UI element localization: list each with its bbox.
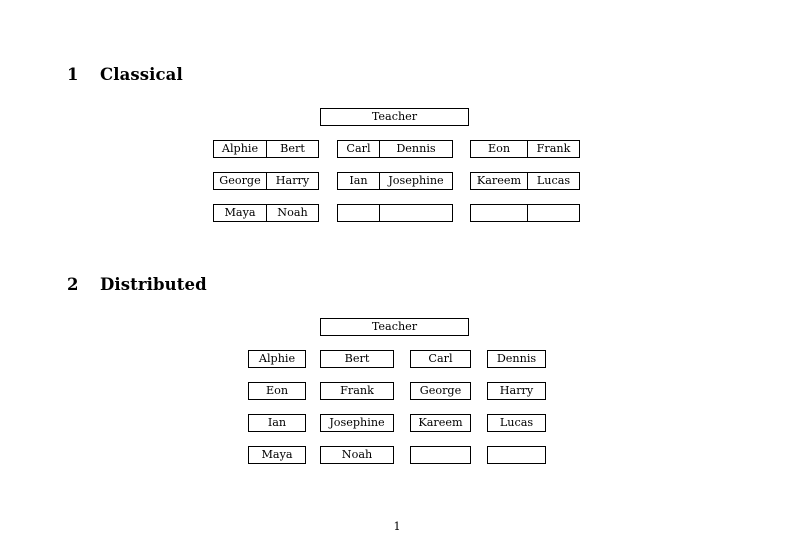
student-box: Josephine (320, 414, 394, 432)
student-box: Noah (320, 446, 394, 464)
student-cell: Carl (337, 140, 380, 158)
table-row: George Harry (213, 172, 319, 190)
distributed-teacher-box: Teacher (320, 318, 469, 336)
classical-group1-row1: Alphie Bert (213, 140, 319, 158)
classical-group2-row2: Ian Josephine (337, 172, 453, 190)
table-row: Teacher (320, 108, 469, 126)
table-row: Kareem Lucas (470, 172, 580, 190)
section-heading-classical: 1 Classical (67, 65, 183, 84)
student-box: Bert (320, 350, 394, 368)
table-row: Eon Frank (470, 140, 580, 158)
teacher-cell: Teacher (320, 318, 469, 336)
student-box: Lucas (487, 414, 546, 432)
student-cell: Josephine (379, 172, 453, 190)
student-cell: Dennis (379, 140, 453, 158)
empty-cell (337, 204, 380, 222)
empty-cell (379, 204, 453, 222)
classical-group2-row3 (337, 204, 453, 222)
student-cell: Harry (266, 172, 319, 190)
student-box: Frank (320, 382, 394, 400)
table-row: Alphie Bert (213, 140, 319, 158)
table-row: Maya Noah (213, 204, 319, 222)
student-box: Harry (487, 382, 546, 400)
empty-box (410, 446, 471, 464)
classical-group2-row1: Carl Dennis (337, 140, 453, 158)
table-row (470, 204, 580, 222)
table-row: Ian Josephine (337, 172, 453, 190)
student-cell: Noah (266, 204, 319, 222)
student-box: Ian (248, 414, 306, 432)
student-cell: Ian (337, 172, 380, 190)
table-row: Teacher (320, 318, 469, 336)
empty-box (487, 446, 546, 464)
student-box: Alphie (248, 350, 306, 368)
student-cell: Eon (470, 140, 528, 158)
section-title: Classical (100, 65, 183, 84)
student-cell: Kareem (470, 172, 528, 190)
classical-group3-row2: Kareem Lucas (470, 172, 580, 190)
classical-group1-row2: George Harry (213, 172, 319, 190)
classical-group3-row1: Eon Frank (470, 140, 580, 158)
student-cell: Maya (213, 204, 267, 222)
student-box: Dennis (487, 350, 546, 368)
section-number: 2 (67, 275, 79, 294)
student-cell: George (213, 172, 267, 190)
table-row (337, 204, 453, 222)
student-cell: Alphie (213, 140, 267, 158)
classical-teacher-box: Teacher (320, 108, 469, 126)
student-cell: Frank (527, 140, 580, 158)
section-heading-distributed: 2 Distributed (67, 275, 207, 294)
classical-group3-row3 (470, 204, 580, 222)
classical-group1-row3: Maya Noah (213, 204, 319, 222)
student-cell: Bert (266, 140, 319, 158)
student-box: George (410, 382, 471, 400)
empty-cell (527, 204, 580, 222)
table-row: Carl Dennis (337, 140, 453, 158)
student-box: Kareem (410, 414, 471, 432)
student-box: Maya (248, 446, 306, 464)
student-cell: Lucas (527, 172, 580, 190)
section-title: Distributed (100, 275, 207, 294)
student-box: Carl (410, 350, 471, 368)
student-box: Eon (248, 382, 306, 400)
page-number: 1 (393, 520, 401, 533)
empty-cell (470, 204, 528, 222)
section-number: 1 (67, 65, 79, 84)
teacher-cell: Teacher (320, 108, 469, 126)
